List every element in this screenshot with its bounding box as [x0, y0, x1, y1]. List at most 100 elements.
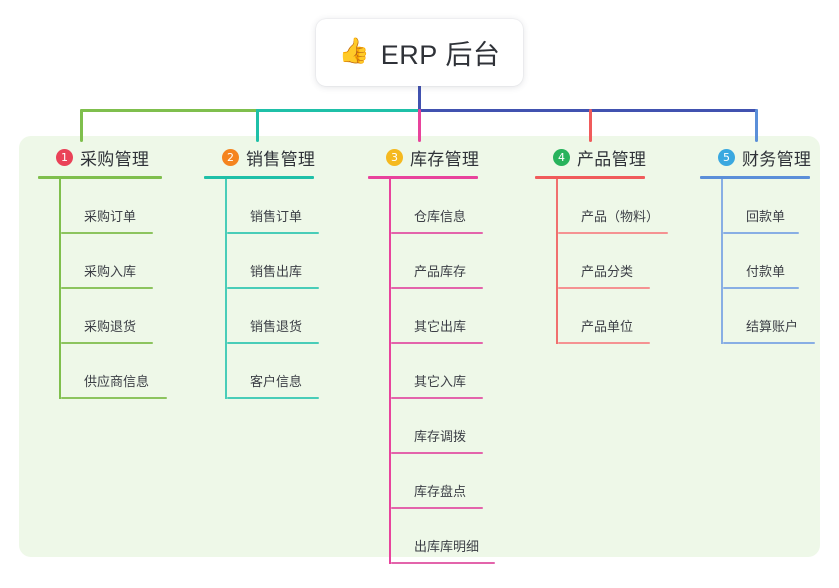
branch-column-5: 5 财务管理 回款单 付款单 结算账户	[700, 145, 830, 344]
sub-item-rule	[61, 287, 153, 289]
list-item[interactable]: 付款单	[723, 234, 830, 289]
branch-header-5[interactable]: 5 财务管理	[700, 145, 830, 169]
list-item[interactable]: 产品库存	[391, 234, 508, 289]
sub-item-label: 销售订单	[250, 209, 303, 224]
branch-rule-3	[368, 176, 478, 179]
connector-root-stem	[418, 86, 421, 111]
sub-item-label: 出库库明细	[414, 539, 480, 554]
root-node-label: ERP 后台	[380, 40, 501, 70]
list-item[interactable]: 销售订单	[227, 179, 334, 234]
sub-item-label: 客户信息	[250, 374, 303, 389]
connector-drop-3	[418, 109, 421, 142]
connector-bus-segment-3	[418, 109, 758, 112]
list-item[interactable]: 结算账户	[723, 289, 830, 344]
sub-item-rule	[558, 287, 650, 289]
diagram-panel	[19, 136, 820, 557]
sub-item-label: 付款单	[746, 264, 786, 279]
sub-item-rule	[227, 342, 319, 344]
branch-title-2: 销售管理	[246, 149, 316, 169]
branch-column-2: 2 销售管理 销售订单 销售出库 销售退货 客户信息	[204, 145, 334, 399]
root-node[interactable]: 👍 ERP 后台	[316, 19, 523, 86]
sub-item-rule	[227, 397, 319, 399]
list-item[interactable]: 出库库明细	[391, 509, 508, 564]
sub-item-label: 采购入库	[84, 264, 137, 279]
connector-drop-4	[589, 109, 592, 142]
branch-badge-5: 5	[718, 148, 735, 166]
sub-item-label: 产品库存	[414, 264, 467, 279]
branch-header-4[interactable]: 4 产品管理	[535, 145, 680, 169]
sub-item-label: 结算账户	[746, 319, 799, 334]
branch-header-3[interactable]: 3 库存管理	[368, 145, 508, 169]
sub-item-label: 销售出库	[250, 264, 303, 279]
list-item[interactable]: 其它入库	[391, 344, 508, 399]
connector-bus-segment-1	[80, 109, 258, 112]
sub-item-label: 采购订单	[84, 209, 137, 224]
list-item[interactable]: 客户信息	[227, 344, 334, 399]
list-item[interactable]: 库存盘点	[391, 454, 508, 509]
sub-item-rule	[558, 232, 668, 234]
sub-item-rule	[391, 507, 483, 509]
sub-item-rule	[391, 452, 483, 454]
sub-item-rule	[723, 342, 815, 344]
list-item[interactable]: 仓库信息	[391, 179, 508, 234]
sub-item-rule	[61, 397, 167, 399]
list-item[interactable]: 采购退货	[61, 289, 168, 344]
list-item[interactable]: 回款单	[723, 179, 830, 234]
connector-drop-1	[80, 109, 83, 142]
list-item[interactable]: 采购入库	[61, 234, 168, 289]
branch-rule-1	[38, 176, 162, 179]
sub-item-rule	[558, 342, 650, 344]
sub-item-label: 供应商信息	[84, 374, 150, 389]
branch-title-1: 采购管理	[80, 149, 150, 169]
sub-item-label: 产品（物料）	[581, 209, 660, 224]
connector-drop-5	[755, 109, 758, 142]
branch-rule-4	[535, 176, 645, 179]
list-item[interactable]: 销售退货	[227, 289, 334, 344]
connector-drop-2	[256, 109, 259, 142]
branch-items-1: 采购订单 采购入库 采购退货 供应商信息	[59, 179, 168, 399]
list-item[interactable]: 采购订单	[61, 179, 168, 234]
branch-column-4: 4 产品管理 产品（物料） 产品分类 产品单位	[535, 145, 680, 344]
list-item[interactable]: 产品单位	[558, 289, 680, 344]
sub-item-rule	[61, 232, 153, 234]
list-item[interactable]: 库存调拨	[391, 399, 508, 454]
sub-item-label: 产品单位	[581, 319, 634, 334]
branch-title-4: 产品管理	[577, 149, 647, 169]
branch-column-1: 1 采购管理 采购订单 采购入库 采购退货 供应商信息	[38, 145, 168, 399]
sub-item-rule	[723, 232, 799, 234]
branch-title-5: 财务管理	[742, 149, 812, 169]
sub-item-label: 回款单	[746, 209, 786, 224]
branch-column-3: 3 库存管理 仓库信息 产品库存 其它出库 其它入库 库存调拨 库存盘点 出	[368, 145, 508, 564]
branch-rule-2	[204, 176, 314, 179]
sub-item-label: 仓库信息	[414, 209, 467, 224]
sub-item-rule	[227, 287, 319, 289]
sub-item-rule	[391, 287, 483, 289]
sub-item-label: 库存调拨	[414, 429, 467, 444]
branch-rule-5	[700, 176, 810, 179]
thumbs-up-icon: 👍	[338, 37, 370, 65]
branch-badge-2: 2	[222, 148, 239, 166]
sub-item-rule	[723, 287, 799, 289]
sub-item-rule	[391, 562, 495, 564]
list-item[interactable]: 产品（物料）	[558, 179, 680, 234]
branch-items-3: 仓库信息 产品库存 其它出库 其它入库 库存调拨 库存盘点 出库库明细	[389, 179, 508, 564]
sub-item-label: 销售退货	[250, 319, 303, 334]
sub-item-label: 其它入库	[414, 374, 467, 389]
list-item[interactable]: 产品分类	[558, 234, 680, 289]
branch-items-5: 回款单 付款单 结算账户	[721, 179, 830, 344]
sub-item-rule	[391, 232, 483, 234]
branch-badge-3: 3	[386, 148, 403, 166]
list-item[interactable]: 销售出库	[227, 234, 334, 289]
connector-bus-segment-2	[256, 109, 420, 112]
sub-item-label: 采购退货	[84, 319, 137, 334]
branch-items-4: 产品（物料） 产品分类 产品单位	[556, 179, 680, 344]
branch-header-1[interactable]: 1 采购管理	[38, 145, 168, 169]
branch-badge-4: 4	[553, 148, 570, 166]
branch-header-2[interactable]: 2 销售管理	[204, 145, 334, 169]
list-item[interactable]: 供应商信息	[61, 344, 168, 399]
sub-item-rule	[227, 232, 319, 234]
sub-item-rule	[391, 342, 483, 344]
sub-item-label: 产品分类	[581, 264, 634, 279]
list-item[interactable]: 其它出库	[391, 289, 508, 344]
sub-item-label: 库存盘点	[414, 484, 467, 499]
